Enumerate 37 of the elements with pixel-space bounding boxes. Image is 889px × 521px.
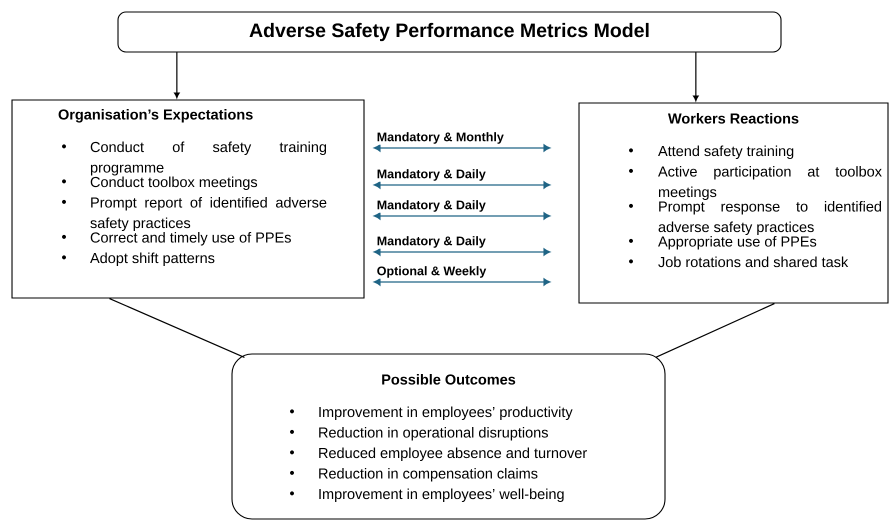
edge-label: Mandatory & Daily — [376, 168, 487, 182]
bullet-item: Reduction in operational disruptions — [319, 427, 548, 440]
connector-line — [655, 303, 775, 358]
heading: Organisation’s Expectations — [58, 109, 253, 123]
double-arrow — [374, 278, 550, 286]
bullet-item: Correct and timely use of PPEs — [90, 232, 291, 246]
double-arrow — [374, 248, 550, 256]
arrow — [692, 52, 699, 102]
node-label: Adverse Safety Performance Metrics Model — [250, 22, 649, 42]
double-arrow — [374, 144, 550, 152]
bullet-item: Conduct toolbox meetings — [90, 176, 258, 190]
text-box — [11, 99, 365, 299]
heading: Possible Outcomes — [382, 374, 516, 385]
connector-line — [109, 298, 245, 358]
bullet-item: Reduced employee absence and turnover — [319, 448, 587, 461]
bullet-item: Prompt response to identified adverse safety practices — [658, 201, 882, 236]
bullet-item: Job rotations and shared task — [658, 256, 848, 268]
bullet-item: Improvement in employees’ productivity — [319, 406, 573, 420]
bullet-item: Adopt shift patterns — [90, 252, 214, 266]
text-box — [578, 102, 889, 304]
bullet-item: Appropriate use of PPEs — [658, 236, 816, 250]
edge-label: Optional & Weekly — [376, 265, 488, 279]
rounded-box — [231, 353, 666, 520]
edge-label: Mandatory & Monthly — [376, 131, 505, 145]
bullet-item: Attend safety training — [658, 146, 794, 159]
bullet-item: Conduct of safety training programme — [90, 142, 326, 176]
title-box — [117, 11, 782, 53]
edge-label: Mandatory & Daily — [376, 235, 487, 249]
bullet-item: Prompt report of identified adverse safety practices — [90, 197, 326, 232]
arrow — [174, 52, 180, 98]
edge-label: Mandatory & Daily — [376, 199, 487, 213]
double-arrow — [374, 212, 550, 220]
double-arrow — [374, 181, 550, 189]
bullet-item: Reduction in compensation claims — [319, 468, 538, 482]
bullet-item: Improvement in employees’ well-being — [319, 488, 564, 502]
heading: Workers Reactions — [668, 113, 798, 124]
bullet-item: Active participation at toolbox meetings — [658, 166, 882, 200]
